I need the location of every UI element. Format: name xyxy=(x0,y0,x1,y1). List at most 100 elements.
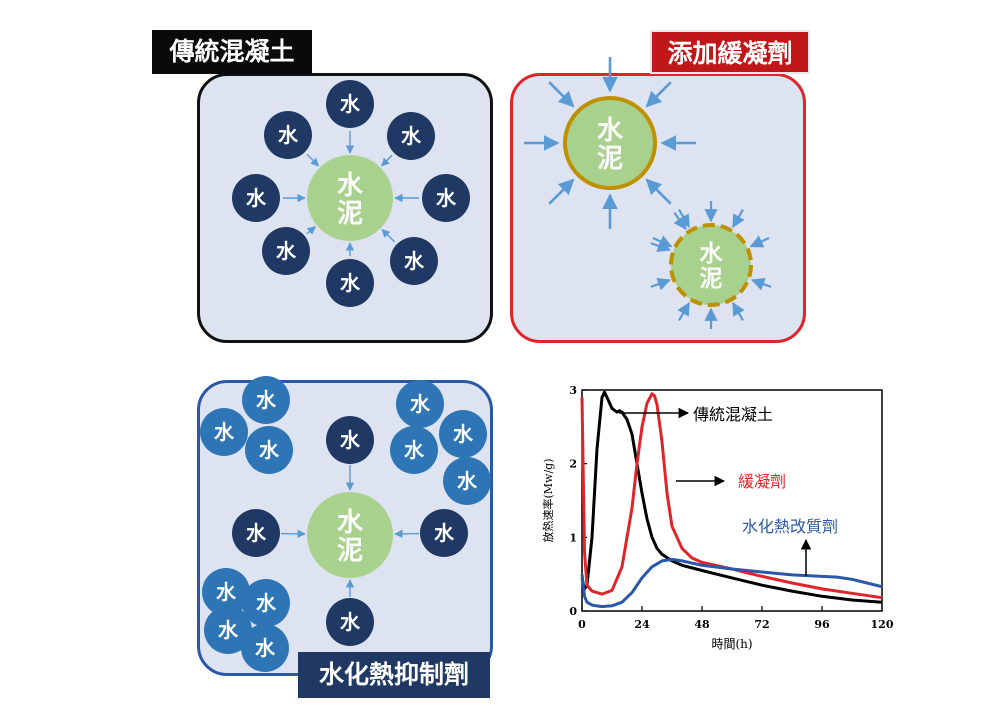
water-particle: 水 xyxy=(326,259,374,307)
water-particle: 水 xyxy=(264,111,312,159)
x-tick-label: 120 xyxy=(871,618,894,631)
cement-particle: 水泥 xyxy=(307,492,393,578)
attraction-arrow xyxy=(673,211,687,231)
water-label: 水 xyxy=(278,123,299,147)
water-label: 水 xyxy=(246,186,267,210)
water-label: 水 xyxy=(246,521,267,545)
clustered-water-particle: 水 xyxy=(200,408,248,456)
cement-particle: 水泥 xyxy=(307,155,393,241)
y-tick-label: 3 xyxy=(569,384,577,397)
water-label: 水 xyxy=(216,580,237,604)
y-tick-label: 1 xyxy=(569,531,577,544)
water-particle: 水 xyxy=(326,416,374,464)
attraction-arrow xyxy=(645,178,672,205)
x-tick-label: 24 xyxy=(634,618,650,631)
water-particle: 水 xyxy=(390,237,438,285)
water-label: 水 xyxy=(218,618,239,642)
clustered-water-particle: 水 xyxy=(242,579,290,627)
water-particle: 水 xyxy=(232,509,280,557)
annotation-modifier: 水化熱改質劑 xyxy=(742,517,838,536)
x-axis-label: 時間(h) xyxy=(711,637,752,651)
water-label: 水 xyxy=(457,469,478,493)
cement-label: 水 xyxy=(337,171,364,201)
water-label: 水 xyxy=(214,420,235,444)
water-label: 水 xyxy=(340,428,361,452)
annotation-retarder: 緩凝劑 xyxy=(738,472,786,491)
cement-label: 泥 xyxy=(597,144,623,174)
attraction-arrow xyxy=(548,81,575,108)
attraction-arrow xyxy=(650,239,671,253)
clustered-water-particle: 水 xyxy=(396,380,444,428)
attraction-arrow xyxy=(394,529,420,539)
water-particle: 水 xyxy=(387,112,435,160)
water-particle: 水 xyxy=(326,80,374,128)
water-label: 水 xyxy=(259,438,280,462)
water-label: 水 xyxy=(256,388,277,412)
x-tick-label: 48 xyxy=(694,618,710,631)
water-label: 水 xyxy=(404,438,425,462)
cement-label: 水 xyxy=(597,116,624,146)
y-tick-label: 2 xyxy=(569,458,577,471)
cement-label: 泥 xyxy=(337,536,363,566)
plot-frame xyxy=(581,389,883,612)
attraction-arrow xyxy=(381,228,396,243)
hydration-inhibitor-label: 水化熱抑制劑 xyxy=(298,652,490,698)
x-tick-label: 96 xyxy=(814,618,830,631)
attraction-arrow xyxy=(645,81,672,108)
retarder-label: 添加緩凝劑 xyxy=(650,30,810,74)
attraction-arrow xyxy=(677,301,690,321)
cement-label: 泥 xyxy=(337,199,363,229)
clustered-water-particle: 水 xyxy=(245,426,293,474)
retarder-panel xyxy=(510,73,806,343)
attraction-arrow xyxy=(306,153,320,167)
clustered-water-particle: 水 xyxy=(241,624,289,672)
water-label: 水 xyxy=(340,92,361,116)
water-particle: 水 xyxy=(232,174,280,222)
attraction-arrow xyxy=(380,154,393,167)
partially-coated-cement-particle: 水泥 xyxy=(669,223,753,307)
cement-label: 泥 xyxy=(700,266,723,292)
water-particle: 水 xyxy=(262,227,310,275)
water-label: 水 xyxy=(255,636,276,660)
annotation-traditional: 傳統混凝土 xyxy=(693,405,773,424)
series-line-3 xyxy=(580,557,883,609)
water-label: 水 xyxy=(340,610,361,634)
water-label: 水 xyxy=(436,186,457,210)
water-label: 水 xyxy=(256,591,277,615)
water-label: 水 xyxy=(276,239,297,263)
clustered-water-particle: 水 xyxy=(204,606,252,654)
coated-cement-particle: 水泥 xyxy=(563,96,657,190)
attraction-arrow xyxy=(650,277,671,291)
water-label: 水 xyxy=(434,521,455,545)
x-tick-label: 72 xyxy=(754,618,769,631)
attraction-arrow xyxy=(280,529,306,539)
clustered-water-particle: 水 xyxy=(390,426,438,474)
water-label: 水 xyxy=(453,422,474,446)
attraction-arrow xyxy=(732,301,745,321)
clustered-water-particle: 水 xyxy=(202,568,250,616)
series-line-2 xyxy=(580,392,883,600)
clustered-water-particle: 水 xyxy=(242,376,290,424)
water-label: 水 xyxy=(410,392,431,416)
clustered-water-particle: 水 xyxy=(439,410,487,458)
water-particle: 水 xyxy=(420,509,468,557)
attraction-arrow xyxy=(306,226,316,235)
clustered-water-particle: 水 xyxy=(443,457,491,505)
water-label: 水 xyxy=(401,124,422,148)
attraction-arrow xyxy=(732,209,745,229)
water-particle: 水 xyxy=(422,174,470,222)
x-tick-label: 0 xyxy=(578,618,586,631)
attraction-arrow xyxy=(749,235,770,248)
cement-label: 水 xyxy=(337,508,364,538)
attraction-arrow xyxy=(548,178,575,205)
water-particle: 水 xyxy=(326,598,374,646)
y-tick-label: 0 xyxy=(569,605,577,618)
attraction-arrow xyxy=(751,277,772,291)
traditional-concrete-label: 傳統混凝土 xyxy=(152,30,312,74)
y-axis-label: 放熱速率(Mw/g) xyxy=(541,458,555,542)
cement-label: 水 xyxy=(700,241,724,267)
water-label: 水 xyxy=(340,271,361,295)
water-label: 水 xyxy=(404,249,425,273)
